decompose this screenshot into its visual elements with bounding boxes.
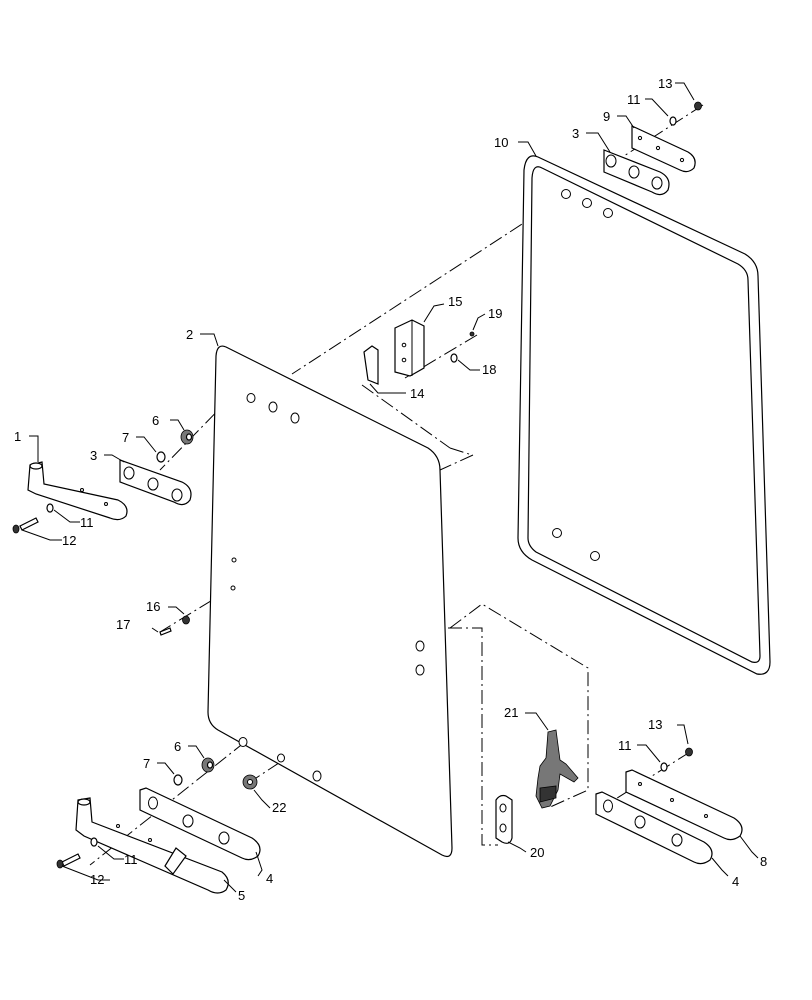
nut-part-13-lower [685,747,693,757]
callout-3-top: 3 [572,126,579,141]
callout-7-lower: 7 [143,756,150,771]
spacer-part-7-upper [156,451,166,463]
callout-4-left: 4 [266,871,273,886]
callout-20: 20 [530,845,544,860]
callout-4-right: 4 [732,874,739,889]
callout-13-lower: 13 [648,717,662,732]
callout-21: 21 [504,705,518,720]
washer-part-18 [450,353,458,363]
latch-part-21 [535,729,579,809]
callout-12-lower: 12 [90,872,104,887]
bolt-part-12-lower [56,853,81,869]
bracket-part-15 [394,319,425,377]
callout-7-upper: 7 [122,430,129,445]
bracket-part-14 [363,345,379,385]
bolt-part-12-upper [12,517,39,534]
hinge-part-5 [75,797,229,894]
callout-16: 16 [146,599,160,614]
cap-part-22 [242,774,258,790]
callout-14: 14 [410,386,424,401]
glass-panel-part-2 [207,345,453,858]
callout-12-upper: 12 [62,533,76,548]
callout-10: 10 [494,135,508,150]
nut-part-13-top [694,101,702,111]
washer-part-11-upper [46,503,54,513]
callout-22: 22 [272,800,286,815]
callout-13-top: 13 [658,76,672,91]
callout-8: 8 [760,854,767,869]
hinge-plate-part-9 [631,125,696,173]
washer-part-11-lower [90,837,98,847]
washer-part-11-lower-right [660,762,668,772]
grommet-part-6-upper [180,429,194,445]
plate-part-20 [495,794,513,844]
washer-part-11-top [669,116,677,126]
callout-1: 1 [14,429,21,444]
screw-part-19 [469,331,475,337]
plate-part-4-left [139,787,261,861]
callout-6-upper: 6 [152,413,159,428]
callout-9: 9 [603,109,610,124]
spacer-part-7-lower [173,774,183,786]
callout-5: 5 [238,888,245,903]
plate-part-3-top [603,149,670,196]
callout-17: 17 [116,617,130,632]
plate-part-4-right [595,791,713,865]
hinge-part-1 [27,461,128,521]
callout-11-lower-left: 11 [124,852,138,867]
grommet-part-6-lower [201,757,215,773]
callout-labels: 1 2 3 3 4 4 5 6 6 7 7 8 9 10 11 11 11 11… [14,76,767,903]
callout-11-upper-left: 11 [80,515,94,530]
plate-part-3-left [119,459,192,506]
nut-part-16 [182,615,190,625]
callout-3-left: 3 [90,448,97,463]
window-frame-part-10 [517,155,771,675]
callout-19: 19 [488,306,502,321]
callout-2: 2 [186,327,193,342]
leader-lines [21,82,759,893]
callout-11-lower-right: 11 [618,738,632,753]
callout-11-top: 11 [627,92,641,107]
screw-part-17 [159,627,172,636]
callout-6-lower: 6 [174,739,181,754]
callout-15: 15 [448,294,462,309]
callout-18: 18 [482,362,496,377]
